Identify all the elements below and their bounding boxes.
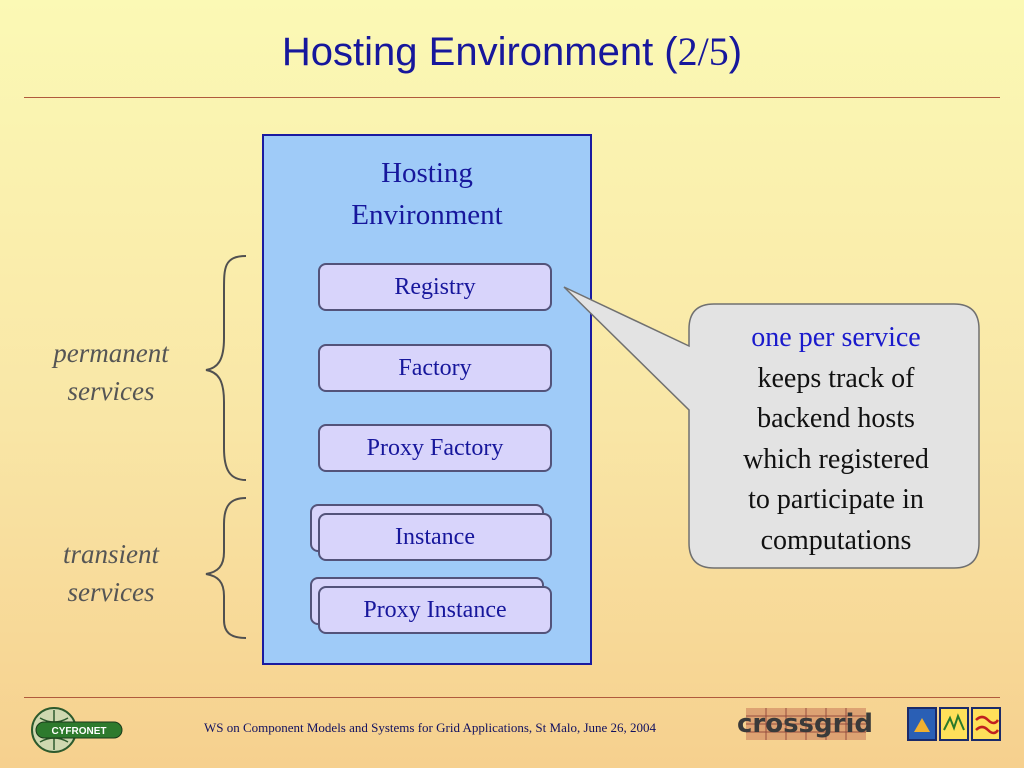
callout-line: to participate in [748,484,924,515]
cyfronet-logo: CYFRONET [31,707,123,753]
proxy-instance-box: Proxy Instance [318,586,552,634]
slide-title: Hosting Environment (2/5) [0,28,1024,75]
footer-text: WS on Component Models and Systems for G… [203,720,657,735]
callout-text: one per service keeps track of backend h… [696,318,976,561]
registry-box: Registry [318,263,552,311]
footer-divider [24,697,1000,698]
transient-brace [205,497,247,639]
env-title-line1: Hosting [381,157,473,189]
hosting-environment-title: Hosting Environment [262,152,592,236]
instance-box: Instance [318,513,552,561]
slide-title-fraction: 2/5 [677,29,729,74]
callout-line: backend hosts [757,403,915,434]
callout-line: keeps track of [757,362,915,394]
callout-line: which registered [743,443,929,475]
hosting-environment-box [262,134,592,665]
factory-box: Factory [318,344,552,392]
partner-logos [907,707,1001,741]
permanent-services-label: permanent services [53,338,169,406]
svg-text:crossgrid: crossgrid [737,709,873,739]
svg-text:CYFRONET: CYFRONET [52,726,107,737]
callout-line: computations [760,524,912,556]
permanent-brace [205,255,247,481]
transient-services-label: transient services [62,539,159,607]
callout-highlight: one per service [751,322,921,353]
env-title-line2: Environment [351,199,503,231]
slide-title-main: Hosting Environment ( [281,30,678,74]
title-divider [24,97,1000,98]
crossgrid-logo: crossgrid [737,708,873,740]
slide-title-close: ) [728,30,743,74]
proxy-factory-box: Proxy Factory [318,424,552,472]
